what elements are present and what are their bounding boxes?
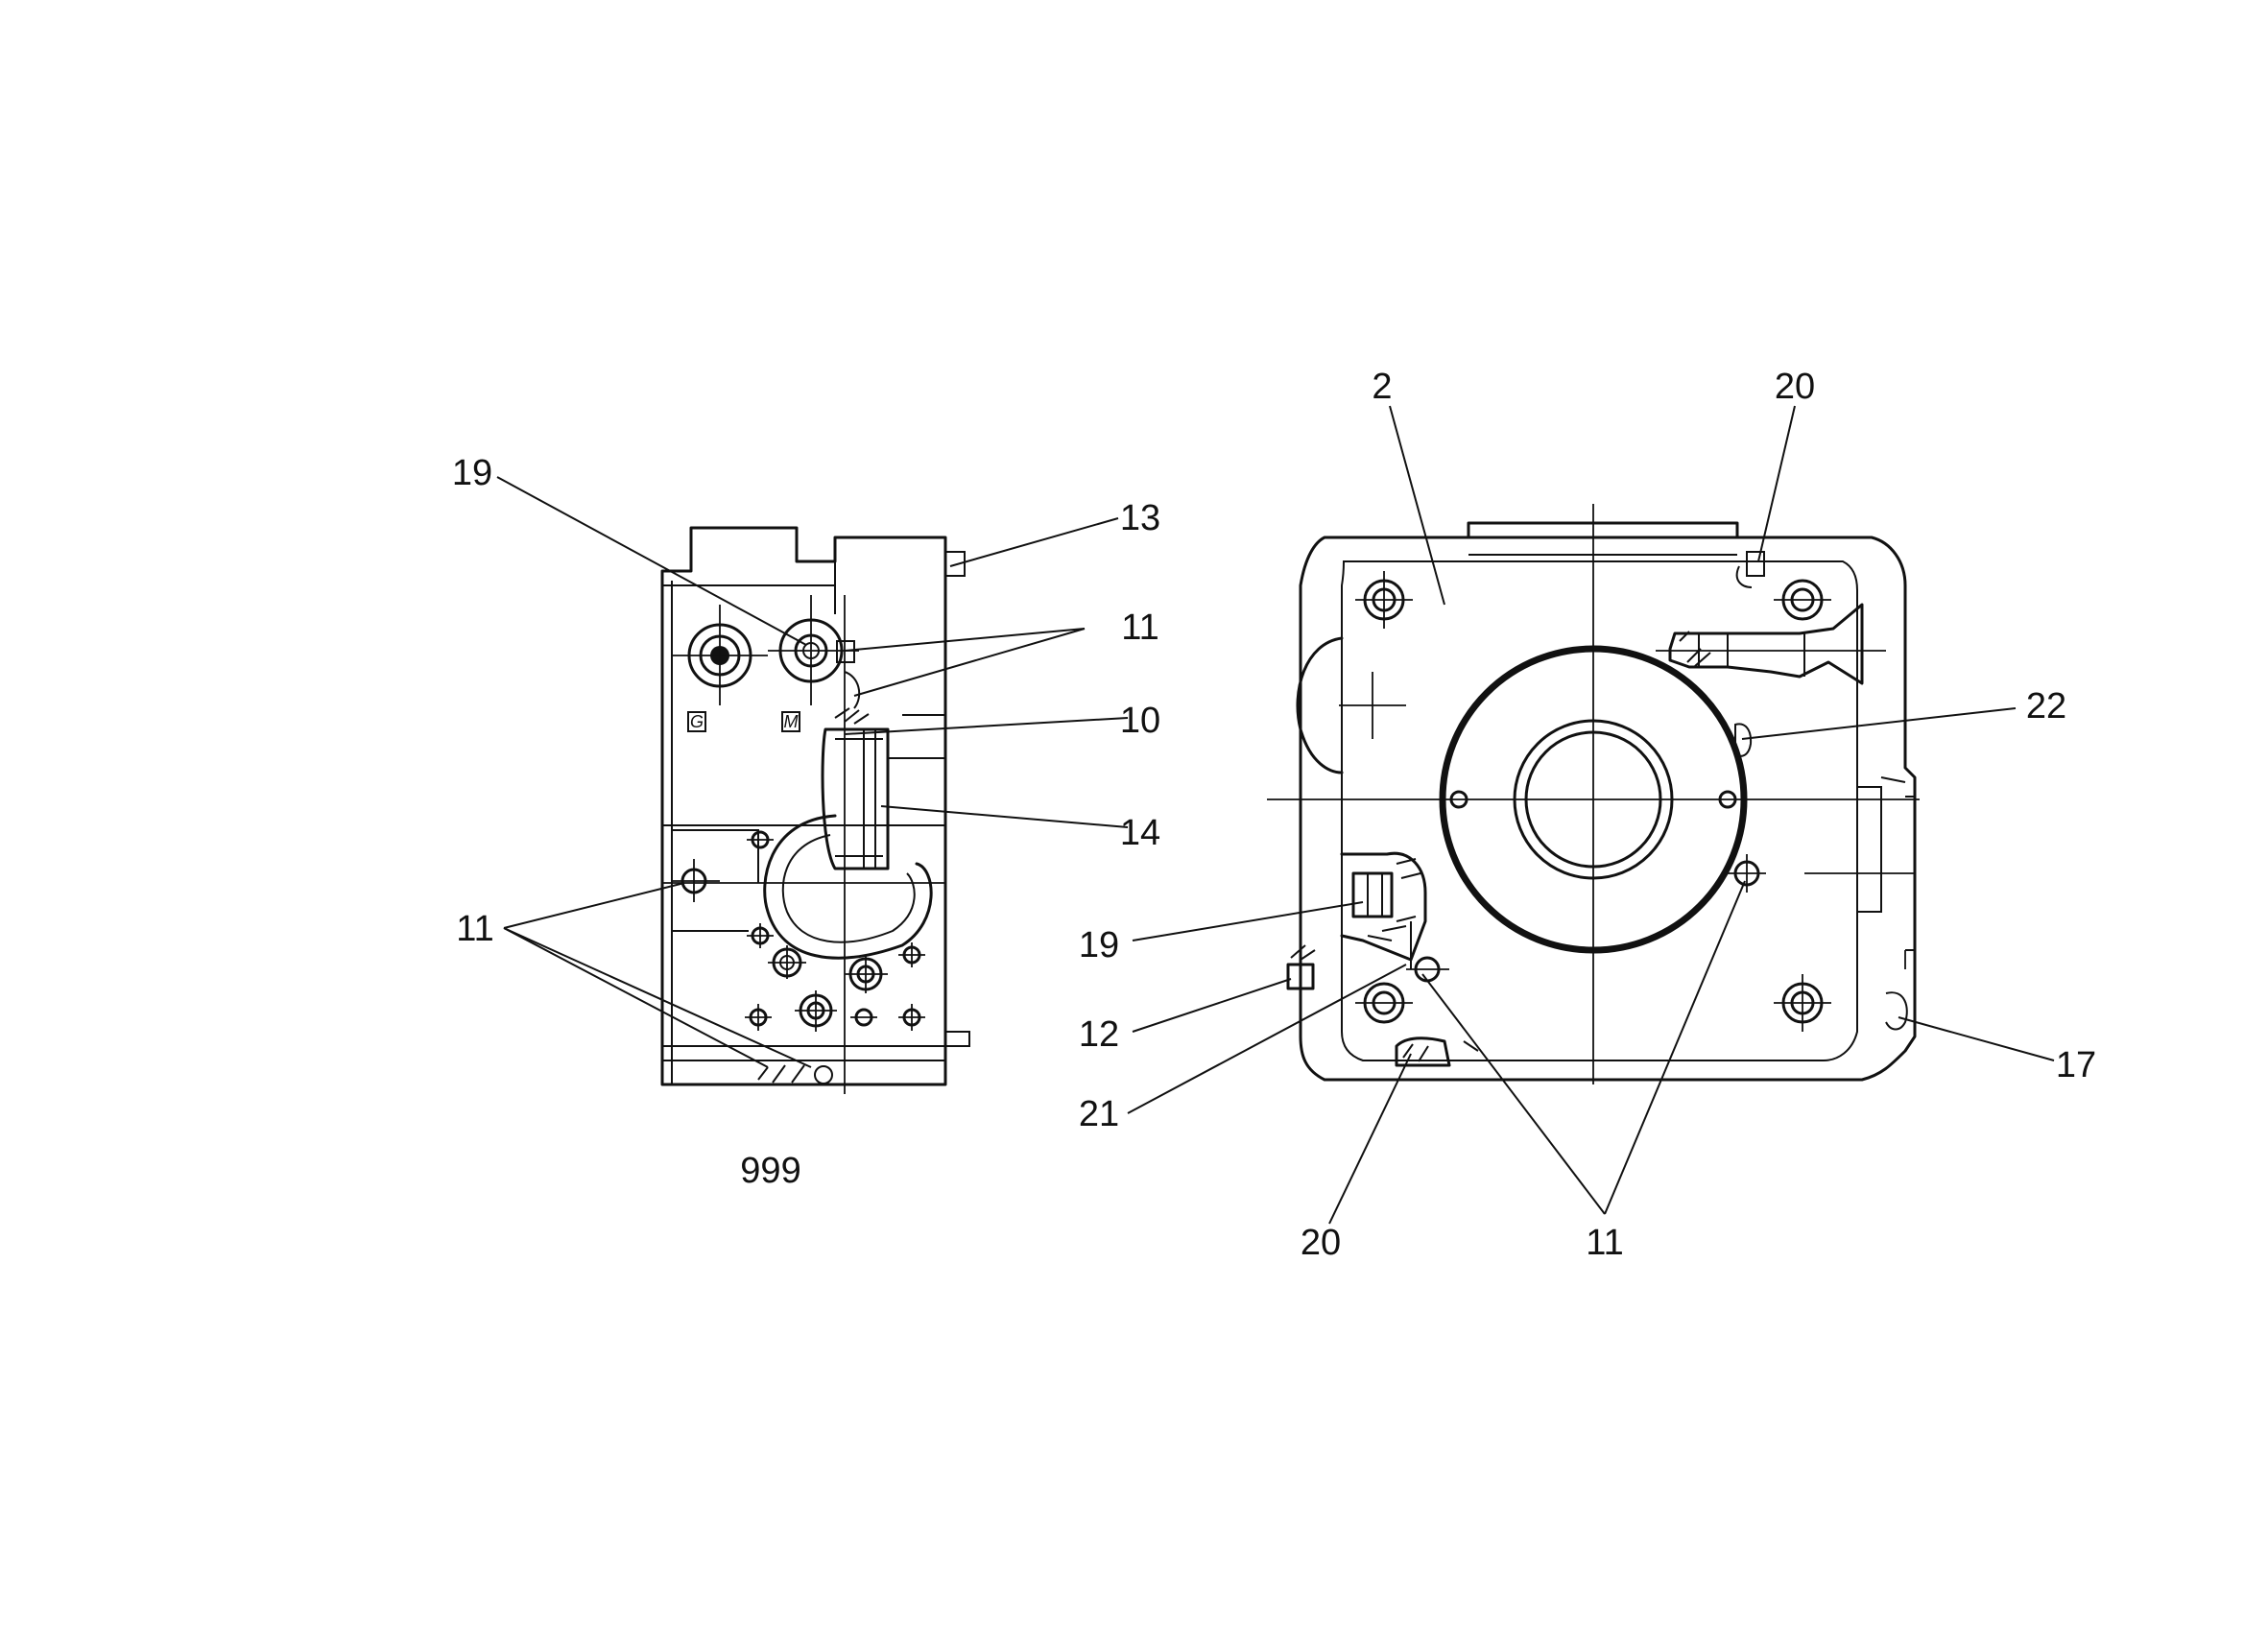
- right-view: [1267, 504, 1920, 1084]
- callout-11-left-top: 11: [1121, 608, 1158, 648]
- mounting-holes: [745, 830, 925, 1032]
- main-flange: [1267, 504, 1920, 1084]
- top-right-valve: [1656, 551, 1886, 685]
- callout-19-left: 19: [452, 453, 492, 493]
- port-m-label: M: [784, 712, 799, 731]
- corner-bolts: [1355, 571, 1831, 1032]
- callout-20-top: 20: [1775, 367, 1815, 407]
- callout-11-left-bottom: 11: [456, 909, 493, 949]
- callout-labels: 19 13 11 10 14 11 999 2 20 22 19 12 21 1…: [452, 367, 2096, 1263]
- callout-22: 22: [2026, 686, 2066, 727]
- port-g-label: G: [690, 712, 704, 731]
- callout-17: 17: [2056, 1045, 2096, 1085]
- callout-10: 10: [1120, 701, 1160, 741]
- leader-lines: [496, 405, 2055, 1225]
- port-g: [672, 605, 768, 705]
- callout-11-right: 11: [1586, 1223, 1623, 1263]
- callout-21: 21: [1079, 1094, 1119, 1134]
- callout-14: 14: [1120, 813, 1160, 853]
- lower-bore: [662, 814, 945, 960]
- callout-20-bottom: 20: [1301, 1223, 1341, 1263]
- callout-13: 13: [1120, 498, 1160, 538]
- figure-caption: 999: [740, 1151, 800, 1191]
- callout-2: 2: [1372, 367, 1392, 407]
- section-cutaway: [1286, 851, 1449, 990]
- valve-cartridge: [821, 707, 902, 870]
- callout-12: 12: [1079, 1014, 1119, 1055]
- callout-19-right: 19: [1079, 925, 1119, 965]
- left-view: G M: [660, 526, 970, 1094]
